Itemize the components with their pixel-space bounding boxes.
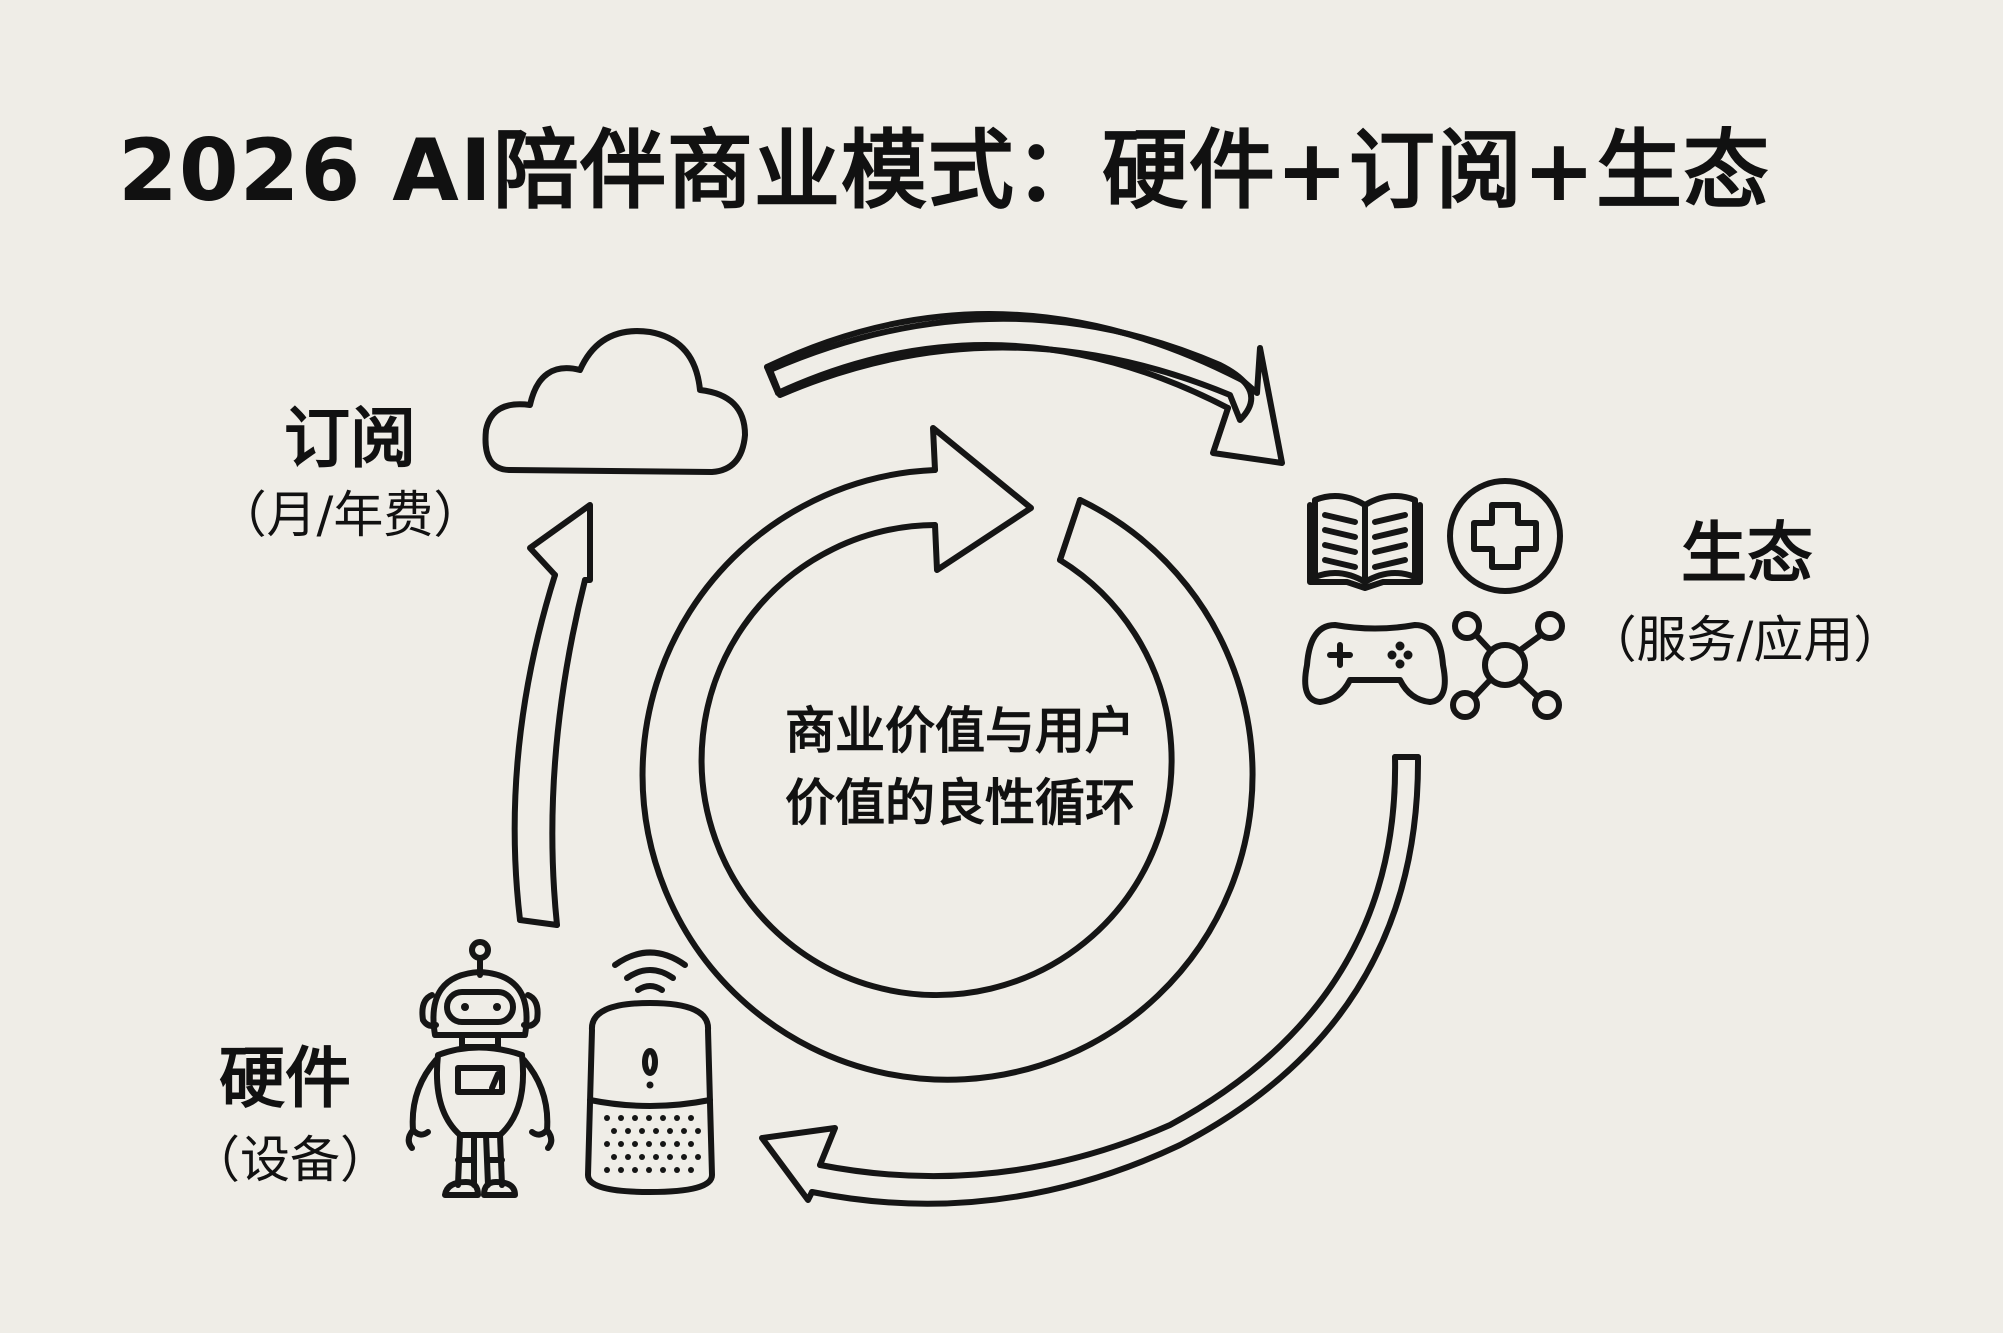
grille-dot xyxy=(618,1167,624,1173)
grille-dot xyxy=(625,1154,631,1160)
grille-dot xyxy=(681,1128,687,1134)
arrow-subscription-to-ecosystem xyxy=(764,311,1285,466)
speaker-grille-dots xyxy=(604,1115,701,1173)
grille-dot xyxy=(618,1141,624,1147)
grille-dot xyxy=(667,1128,673,1134)
hardware-label: 硬件 xyxy=(219,1040,351,1117)
ecosystem-label: 生态 xyxy=(1681,515,1813,592)
grille-dot xyxy=(604,1141,610,1147)
grille-dot xyxy=(639,1154,645,1160)
arrow-hardware-to-subscription xyxy=(511,502,593,928)
subscription-sublabel: （月/年费） xyxy=(216,486,484,544)
book-icon xyxy=(1307,493,1423,591)
grille-dot xyxy=(639,1128,645,1134)
grille-dot xyxy=(653,1154,659,1160)
grille-dot xyxy=(653,1128,659,1134)
robot-icon xyxy=(405,939,555,1198)
grille-dot xyxy=(646,1115,652,1121)
grille-dot xyxy=(611,1128,617,1134)
grille-dot xyxy=(674,1141,680,1147)
grille-dot xyxy=(688,1141,694,1147)
grille-dot xyxy=(632,1115,638,1121)
grille-dot xyxy=(646,1141,652,1147)
grille-dot xyxy=(632,1141,638,1147)
grille-dot xyxy=(695,1154,701,1160)
arrow-ecosystem-to-hardware xyxy=(759,754,1422,1207)
grille-dot xyxy=(660,1115,666,1121)
grille-dot xyxy=(646,1167,652,1173)
network-icon xyxy=(1450,611,1565,720)
page-title: 2026 AI陪伴商业模式：硬件+订阅+生态 xyxy=(118,121,1770,221)
center-caption: 商业价值与用户 价值的良性循环 xyxy=(750,695,1170,839)
grille-dot xyxy=(660,1167,666,1173)
grille-dot xyxy=(604,1115,610,1121)
grille-dot xyxy=(660,1141,666,1147)
grille-dot xyxy=(688,1115,694,1121)
medical-cross-icon xyxy=(1447,478,1563,594)
grille-dot xyxy=(625,1128,631,1134)
grille-dot xyxy=(632,1167,638,1173)
grille-dot xyxy=(674,1167,680,1173)
central-cycle-ring xyxy=(639,425,1256,1083)
hardware-sublabel: （设备） xyxy=(190,1131,390,1189)
grille-dot xyxy=(604,1167,610,1173)
ecosystem-sublabel: （服务/应用） xyxy=(1586,611,1904,669)
cloud-icon xyxy=(482,328,748,475)
grille-dot xyxy=(674,1115,680,1121)
grille-dot xyxy=(611,1154,617,1160)
grille-dot xyxy=(618,1115,624,1121)
grille-dot xyxy=(688,1167,694,1173)
grille-dot xyxy=(695,1128,701,1134)
center-caption-line-2: 价值的良性循环 xyxy=(785,774,1135,832)
gamepad-icon xyxy=(1302,622,1448,705)
subscription-label: 订阅 xyxy=(284,400,416,477)
smart-speaker-icon xyxy=(585,949,715,1195)
grille-dot xyxy=(667,1154,673,1160)
grille-dot xyxy=(681,1154,687,1160)
center-caption-line-1: 商业价值与用户 xyxy=(785,702,1135,760)
